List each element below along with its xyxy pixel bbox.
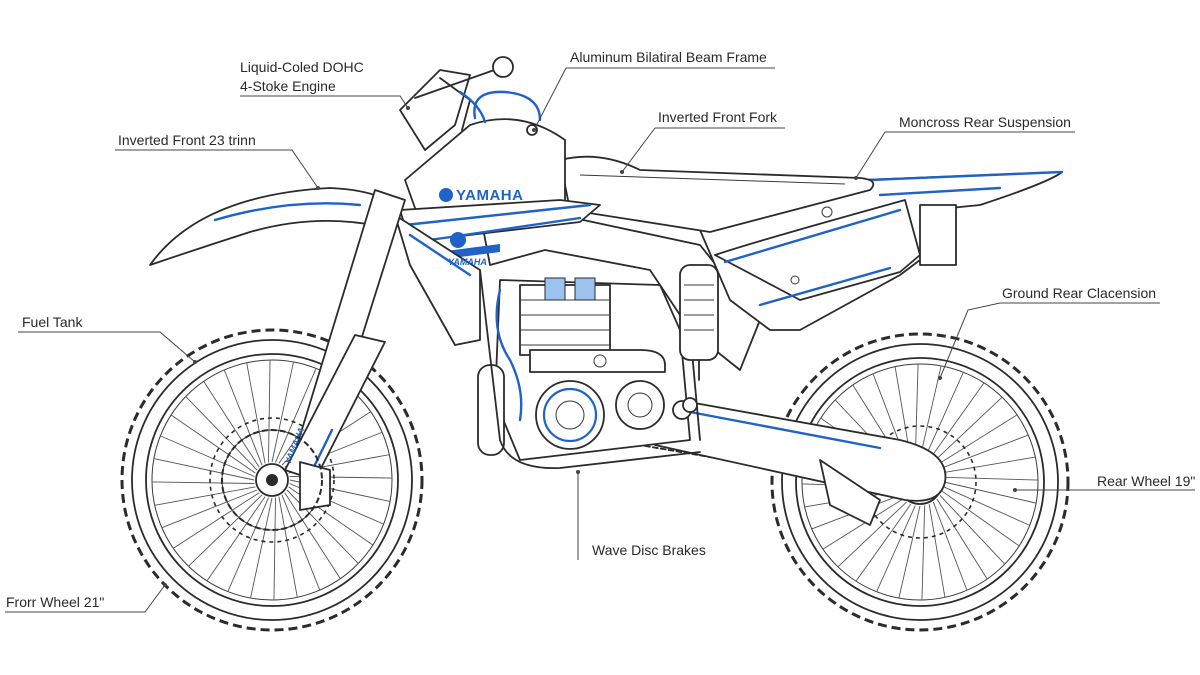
label-fuel-tank: Fuel Tank — [22, 314, 83, 330]
front-fork: YAMAHA — [221, 56, 514, 531]
wheel-spoke — [943, 481, 1037, 504]
wheel-spoke — [941, 490, 1020, 547]
wheel-spoke — [173, 492, 260, 549]
wheel-spoke — [822, 498, 904, 550]
wheel-spoke — [837, 501, 907, 568]
wheel-spoke — [921, 505, 926, 600]
wheel-spoke — [203, 381, 260, 468]
callout-labels: Liquid-Coled DOHC 4-Stoke Engine Aluminu… — [6, 49, 1195, 610]
label-engine-line1: Liquid-Coled DOHC — [240, 59, 364, 75]
label-rear-suspension: Moncross Rear Suspension — [899, 114, 1071, 130]
label-frame: Aluminum Bilatiral Beam Frame — [570, 49, 767, 65]
shroud-decal: YAMAHA — [448, 257, 487, 267]
wheel-spoke — [286, 489, 359, 564]
wheel-spoke — [246, 362, 266, 464]
tank-brand-logo: YAMAHA — [456, 187, 523, 204]
label-front-fender: Inverted Front 23 trinn — [118, 132, 256, 148]
wheel-spoke — [154, 486, 256, 506]
wheel-spoke — [152, 481, 255, 484]
wheel-spoke — [273, 497, 276, 600]
label-engine-line2: 4-Stoke Engine — [240, 78, 336, 94]
wheel-spoke — [281, 494, 321, 591]
wheel-spoke — [914, 364, 919, 459]
label-brakes: Wave Disc Brakes — [592, 542, 706, 558]
wheel-spoke — [936, 498, 988, 580]
wheel-spoke — [206, 496, 266, 582]
label-ground-rear: Ground Rear Clacension — [1002, 285, 1156, 301]
wheel-spoke — [284, 492, 341, 579]
wheel-spoke — [928, 504, 946, 598]
wheel-spoke — [271, 361, 294, 463]
wheel-spoke — [275, 368, 317, 463]
wheel-spoke — [936, 414, 1018, 466]
wheel-spoke — [170, 414, 256, 474]
wheel-spoke — [160, 435, 255, 477]
wheel-spoke — [161, 489, 258, 529]
wheel-spoke — [932, 501, 968, 591]
wheel-spoke — [933, 396, 1003, 463]
wheel-spoke — [223, 369, 263, 466]
fuel-tank-shroud: YAMAHA YAMAHA — [394, 90, 601, 346]
wheel-spoke — [928, 382, 985, 461]
wheel-spoke — [924, 372, 964, 459]
wheel-spoke — [185, 396, 258, 471]
label-front-fork: Inverted Front Fork — [658, 109, 778, 125]
wheel-spoke — [250, 497, 273, 599]
wheel-spoke — [227, 497, 269, 592]
wheel-spoke — [939, 495, 1006, 565]
wheel-spoke — [898, 505, 921, 599]
leader-lines — [5, 67, 1195, 613]
wheel-spoke — [153, 458, 255, 481]
wheel-spoke — [919, 365, 942, 459]
label-front-wheel: Frorr Wheel 21" — [6, 594, 104, 610]
engine — [477, 277, 692, 461]
wheel-spoke — [943, 486, 1030, 526]
label-rear-wheel: Rear Wheel 19" — [1097, 473, 1195, 489]
seat — [559, 155, 875, 233]
wheel-spoke — [278, 496, 298, 598]
wheel-spoke — [942, 456, 1036, 474]
chain-and-swingarm — [639, 394, 947, 526]
wheel-spoke — [876, 505, 916, 592]
wheel-spoke — [268, 360, 271, 463]
wheel-spoke — [188, 494, 263, 567]
wheel-spoke — [939, 434, 1029, 470]
wheel-spoke — [855, 503, 912, 582]
wheel-spoke — [943, 476, 1038, 481]
